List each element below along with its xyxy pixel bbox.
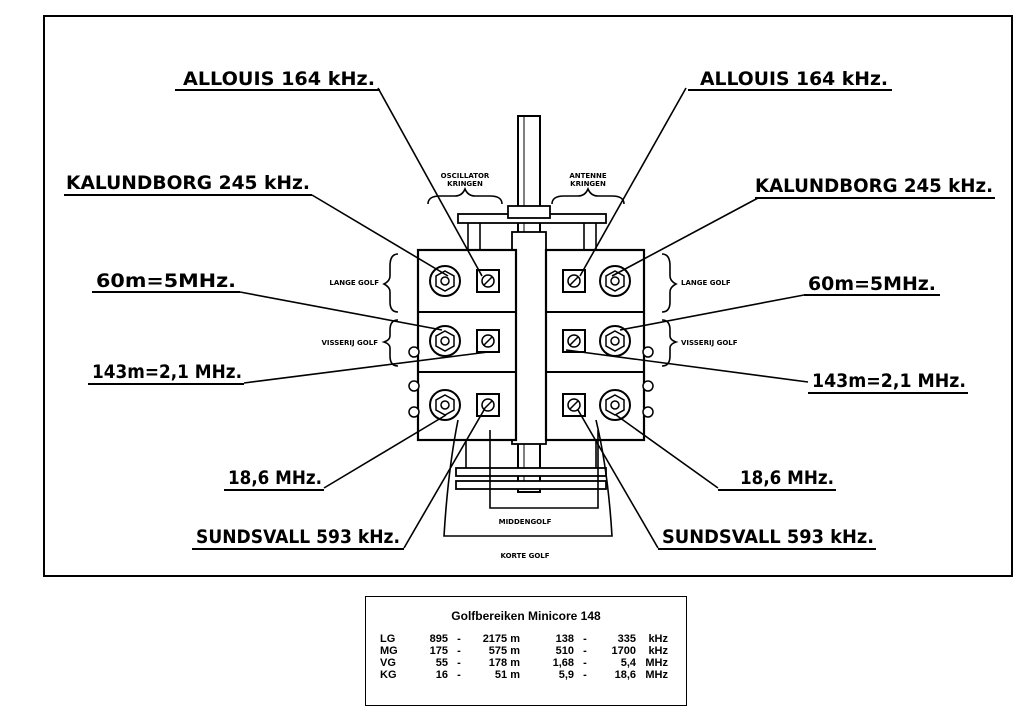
spacer-cell bbox=[520, 645, 544, 657]
frequency-high-cell: 1700 bbox=[611, 645, 636, 657]
band-cell: LG bbox=[380, 633, 396, 645]
coil-core-right-lg bbox=[599, 265, 631, 297]
frequency-high-cell: 335 bbox=[617, 633, 636, 645]
coil-core-left-lg bbox=[429, 265, 461, 297]
brace-visserij-right bbox=[661, 319, 679, 367]
visserij-golf-label-right: VISSERIJ GOLF bbox=[681, 339, 738, 347]
band-cell: KG bbox=[380, 669, 397, 681]
wavelength-high-cell: 2175 m bbox=[482, 633, 520, 645]
coil-core-left-kg bbox=[429, 389, 461, 421]
wavelength-low-cell: 16 bbox=[435, 669, 448, 681]
wavelength-low-cell: 895 bbox=[429, 633, 448, 645]
trimmer-left-kg bbox=[476, 393, 500, 417]
dash-cell: - bbox=[457, 669, 461, 681]
brace-lange-left bbox=[382, 253, 399, 313]
oscillator-label-2: KRINGEN bbox=[447, 180, 483, 188]
18-6mhz-label-right: 18,6 MHz. bbox=[740, 467, 834, 489]
leader-lines bbox=[239, 87, 809, 549]
middengolf-label: MIDDENGOLF bbox=[499, 518, 552, 526]
coil-core-right-kg bbox=[599, 389, 631, 421]
brace-visserij-left bbox=[381, 319, 399, 367]
spacer-cell bbox=[520, 633, 544, 645]
frequency-low-cell: 1,68 bbox=[552, 657, 574, 669]
allouis-label-left: ALLOUIS 164 kHz. bbox=[183, 68, 375, 90]
trimmer-right-lg bbox=[562, 269, 586, 293]
antenne-label-2: KRINGEN bbox=[570, 180, 606, 188]
60m-label-left: 60m=5MHz. bbox=[96, 270, 236, 292]
wavelength-high-cell: 178 m bbox=[488, 657, 520, 669]
wavelength-high-cell: 575 m bbox=[488, 645, 520, 657]
coil-core-left-vg bbox=[429, 325, 461, 357]
trimmer-right-vg bbox=[562, 329, 586, 353]
143m-label-right: 143m=2,1 MHz. bbox=[812, 370, 966, 392]
frequency-high-cell: 5,4 bbox=[620, 657, 636, 669]
coil-core-right-vg bbox=[599, 325, 631, 357]
frequency-high-cell: 18,6 bbox=[614, 669, 636, 681]
band-cell: VG bbox=[380, 657, 396, 669]
unit-cell: kHz bbox=[648, 645, 668, 657]
60m-label-right: 60m=5MHz. bbox=[808, 273, 936, 295]
coil-assembly bbox=[408, 115, 654, 493]
frequency-low-cell: 5,9 bbox=[558, 669, 574, 681]
frequency-low-cell: 510 bbox=[555, 645, 574, 657]
143m-label-left: 143m=2,1 MHz. bbox=[92, 361, 242, 383]
spacer-cell bbox=[520, 669, 544, 681]
wavelength-high-cell: 51 m bbox=[494, 669, 520, 681]
oscillator-label-1: OSCILLATOR bbox=[441, 172, 490, 180]
dash-cell: - bbox=[583, 633, 587, 645]
unit-cell: MHz bbox=[645, 657, 668, 669]
trimmer-left-vg bbox=[476, 329, 500, 353]
table-title: Golfbereiken Minicore 148 bbox=[451, 609, 601, 623]
sundsvall-label-right: SUNDSVALL 593 kHz. bbox=[662, 526, 874, 548]
bottom-bracket bbox=[455, 467, 607, 477]
spacer-cell bbox=[520, 657, 544, 669]
dash-cell: - bbox=[457, 633, 461, 645]
dash-cell: - bbox=[583, 669, 587, 681]
lange-golf-label-left: LANGE GOLF bbox=[329, 279, 379, 287]
dash-cell: - bbox=[583, 645, 587, 657]
band-cell: MG bbox=[380, 645, 398, 657]
lange-golf-label-right: LANGE GOLF bbox=[681, 279, 731, 287]
unit-cell: MHz bbox=[645, 669, 668, 681]
kalundborg-label-left: KALUNDBORG 245 kHz. bbox=[66, 172, 310, 194]
wavelength-low-cell: 175 bbox=[429, 645, 448, 657]
visserij-golf-label-left: VISSERIJ GOLF bbox=[321, 339, 378, 347]
brace-antenne bbox=[551, 186, 625, 205]
dash-cell: - bbox=[457, 645, 461, 657]
allouis-label-right: ALLOUIS 164 kHz. bbox=[700, 68, 888, 90]
trimmer-right-kg bbox=[562, 393, 586, 417]
wavelength-low-cell: 55 bbox=[435, 657, 448, 669]
coil-assembly-diagram: OSCILLATOR KRINGEN ANTENNE KRINGEN LANGE… bbox=[43, 15, 1013, 577]
brace-lange-right bbox=[661, 253, 678, 313]
frequency-low-cell: 138 bbox=[555, 633, 574, 645]
18-6mhz-label-left: 18,6 MHz. bbox=[228, 467, 322, 489]
dash-cell: - bbox=[583, 657, 587, 669]
kalundborg-label-right: KALUNDBORG 245 kHz. bbox=[755, 175, 993, 197]
dash-cell: - bbox=[457, 657, 461, 669]
korte-golf-label: KORTE GOLF bbox=[500, 552, 549, 560]
sundsvall-label-left: SUNDSVALL 593 kHz. bbox=[196, 526, 400, 548]
unit-cell: kHz bbox=[648, 633, 668, 645]
antenne-label-1: ANTENNE bbox=[569, 172, 607, 180]
brace-oscillator bbox=[427, 186, 503, 205]
bracket-middengolf bbox=[489, 430, 599, 509]
